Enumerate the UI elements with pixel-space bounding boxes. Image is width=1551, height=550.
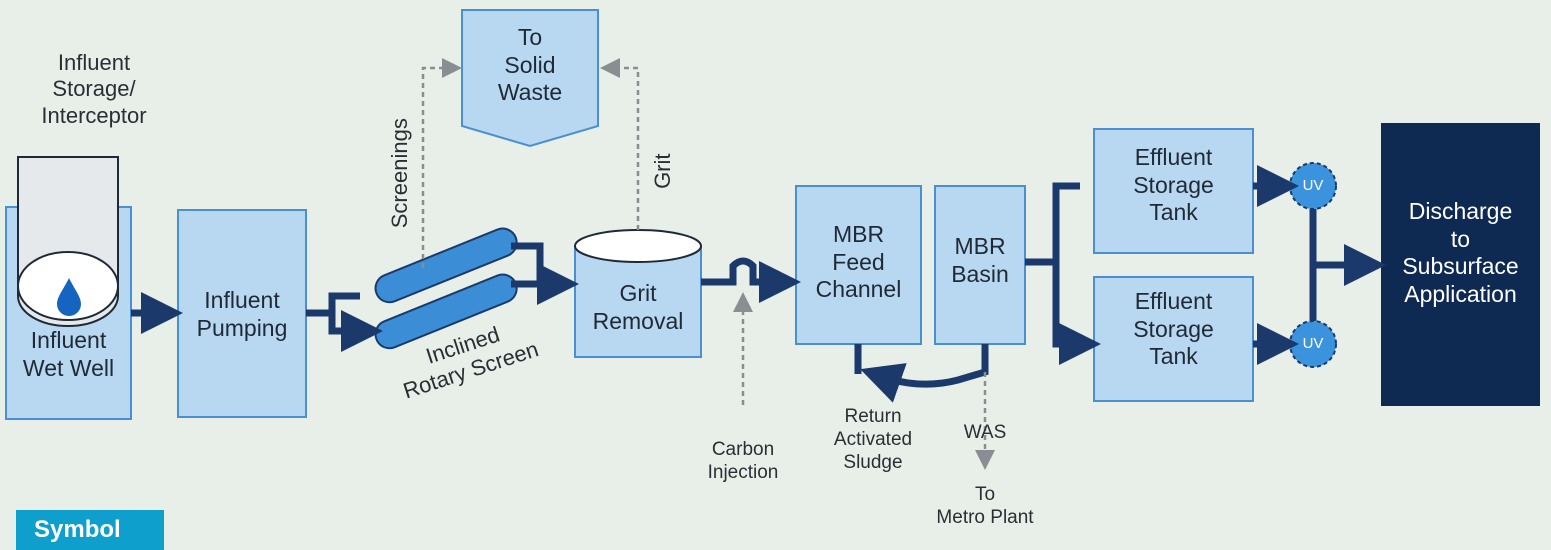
influent-pumping-box	[177, 209, 307, 418]
uv-1-label: UV	[1302, 177, 1324, 194]
carbon-injection-label: Carbon Injection	[707, 439, 779, 483]
arrow-basin-split	[1025, 182, 1080, 344]
flow-arrows	[131, 165, 1365, 403]
mbr-feed-channel-box	[795, 185, 922, 345]
grit-label: Grit	[649, 153, 675, 189]
arrow-return-sludge	[860, 344, 989, 403]
effluent-tank-2-label: Effluent Storage Tank	[1133, 288, 1214, 370]
was-label: WAS	[963, 422, 1007, 443]
arrow-screenings	[421, 58, 462, 268]
influent-storage-label: Influent Storage/ Interceptor	[41, 50, 147, 128]
water-drop-icon	[57, 278, 81, 316]
mbr-basin-box	[934, 185, 1026, 345]
arrow-grit-to-mbr	[701, 257, 801, 303]
return-activated-sludge-label: Return Activated Sludge	[833, 406, 913, 473]
to-metro-plant-label: To Metro Plant	[936, 484, 1034, 528]
mbr-basin-label: MBR Basin	[951, 233, 1009, 287]
diagram-canvas	[5, 9, 1540, 470]
effluent-tank-1-label: Effluent Storage Tank	[1133, 144, 1214, 226]
discharge-box	[1381, 123, 1540, 406]
arrow-grit	[600, 58, 640, 230]
rotary-screen-icon	[374, 227, 518, 304]
arrow-screens-to-grit	[511, 242, 558, 284]
process-flow-diagram: Influent Storage/ Interceptor Influent W…	[5, 9, 1540, 550]
symbol-legend-chip: Symbol	[16, 510, 164, 550]
influent-wet-well-label: Influent Wet Well	[22, 327, 115, 381]
uv-2-label: UV	[1302, 335, 1324, 352]
arrow-uv-to-discharge	[1309, 209, 1365, 321]
mbr-feed-channel-label: MBR Feed Channel	[815, 221, 902, 303]
influent-pumping-label: Influent Pumping	[196, 287, 288, 341]
dashed-arrows	[421, 58, 995, 470]
to-solid-waste-label: To Solid Waste	[497, 24, 563, 106]
grit-removal-top	[574, 229, 702, 263]
effluent-tank-2-box	[1093, 276, 1254, 402]
discharge-label: Discharge to Subsurface Application	[1402, 198, 1519, 307]
effluent-tank-1-box	[1093, 128, 1254, 254]
screenings-label: Screenings	[386, 118, 412, 229]
grit-removal-label: Grit Removal	[592, 280, 684, 334]
arrow-pumping-to-screens	[306, 292, 362, 331]
solid-waste-shape	[461, 9, 599, 148]
